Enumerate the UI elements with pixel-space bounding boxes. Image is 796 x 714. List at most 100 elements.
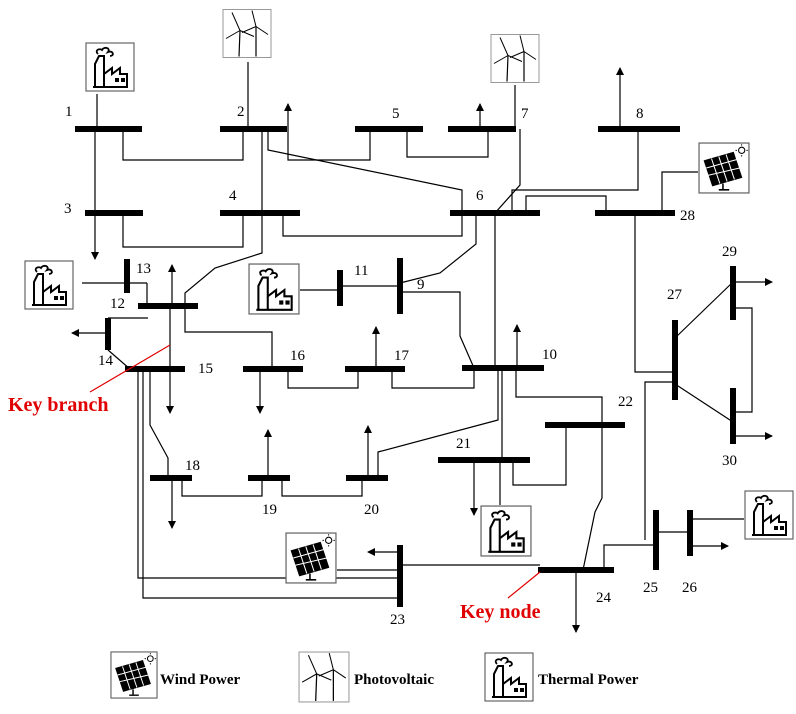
line-15-23 [137,369,400,579]
thermal-plant-icon [248,262,300,316]
line-20-10 [377,368,499,478]
loads [71,67,773,633]
solar-panel-icon [285,532,337,584]
bus-23-bar [397,545,403,607]
bus-18-label: 18 [185,458,200,474]
bus-14-label: 14 [98,353,114,369]
line-19-20 [281,478,363,497]
wind-turbine-icon [298,651,350,703]
bus-27-label: 27 [667,287,683,303]
bus-10-bar [462,365,544,371]
bus-10-label: 10 [542,347,557,363]
bus-13-bar [124,259,130,293]
bus-5-label: 5 [392,106,400,122]
wind-turbine-icon [222,8,272,59]
line-4-6 [282,213,463,237]
gen-28-link [661,171,698,213]
bus-3-bar [85,210,143,216]
line-12-16 [184,306,273,369]
line-16-17 [287,369,359,389]
bus-11-bar [337,270,343,306]
bus-2-label: 2 [237,104,245,120]
line-5-7 [406,129,489,158]
bus-15-label: 15 [198,361,213,377]
line-6-8 [511,129,639,213]
bus-9-bar [397,258,403,314]
bus-23-label: 23 [390,612,405,628]
legend-plant-label: Thermal Power [538,672,639,688]
line-15-23b [142,369,400,599]
generator-connections [82,62,744,571]
line-9-10 [400,291,475,369]
legend: Wind Power Photovoltaic Thermal Power [110,651,639,703]
thermal-plant-icon [744,489,794,541]
bus-15-bar [125,366,185,372]
bus-17-bar [345,366,405,372]
bus-19-label: 19 [262,502,277,518]
thermal-plant-icon [484,651,534,703]
bus-24-bar [538,567,614,573]
bus-2-bar [220,126,287,132]
bus-30-label: 30 [722,453,737,469]
line-18-19 [181,478,263,497]
line-17-10 [391,369,475,389]
bus-1-bar [75,126,142,132]
bus-12-bar [138,303,198,309]
line-2-5 [287,129,371,161]
line-27-30 [674,383,734,423]
bus-8-label: 8 [636,106,644,122]
bus-28-bar [595,210,675,216]
bus-25-bar [653,510,659,570]
solar-panel-icon [698,142,750,194]
bus-25-label: 25 [643,580,658,596]
line-4-12 [184,213,263,306]
bus-21-label: 21 [456,436,471,452]
bus-19-bar [248,475,290,481]
bus-bars [75,126,736,607]
bus-18-bar [150,475,192,481]
key-node-pointer [507,571,541,599]
bus-28-label: 28 [680,208,695,224]
bus-17-label: 17 [394,348,410,364]
solar-panel-icon [110,651,158,699]
bus-7-bar [448,126,516,132]
bus-7-label: 7 [521,106,529,122]
bus-20-bar [346,475,388,481]
bus-12-label: 12 [110,296,125,312]
bus-3-label: 3 [64,201,72,217]
bus-16-label: 16 [290,348,306,364]
bus-29-bar [730,266,736,320]
bus-13-label: 13 [136,261,151,277]
bus-20-label: 20 [364,502,379,518]
line-27-29 [674,281,734,339]
line-15-18 [149,369,169,478]
key-branch-pointer [89,344,171,393]
wind-turbine-icon [490,33,540,84]
bus-22-label: 22 [618,394,633,410]
bus-8-bar [598,126,680,132]
line-29-30 [733,307,753,413]
bus-1-label: 1 [65,104,73,120]
thermal-plant-icon [85,41,135,93]
line-28-27 [634,213,675,373]
line-6-7 [494,129,521,214]
bus-14-bar [105,318,111,350]
bus-27-bar [672,320,678,400]
bus-24-label: 24 [596,590,612,606]
line-6-9 [399,213,477,284]
bus-22-bar [545,422,625,428]
line-6-28 [525,195,607,213]
line-24-25 [603,544,656,570]
bus-6-label: 6 [476,188,484,204]
legend-panel-label: Wind Power [160,672,240,688]
bus-4-bar [220,210,300,216]
bus-29-label: 29 [722,244,737,260]
bus-21-bar [438,457,530,463]
transmission-lines [91,129,753,599]
line-1-2 [122,129,244,161]
annotations: Key branch Key node [8,344,541,623]
line-14-15 [107,349,131,370]
bus-26-bar [687,510,693,556]
legend-turbine-label: Photovoltaic [354,672,434,688]
